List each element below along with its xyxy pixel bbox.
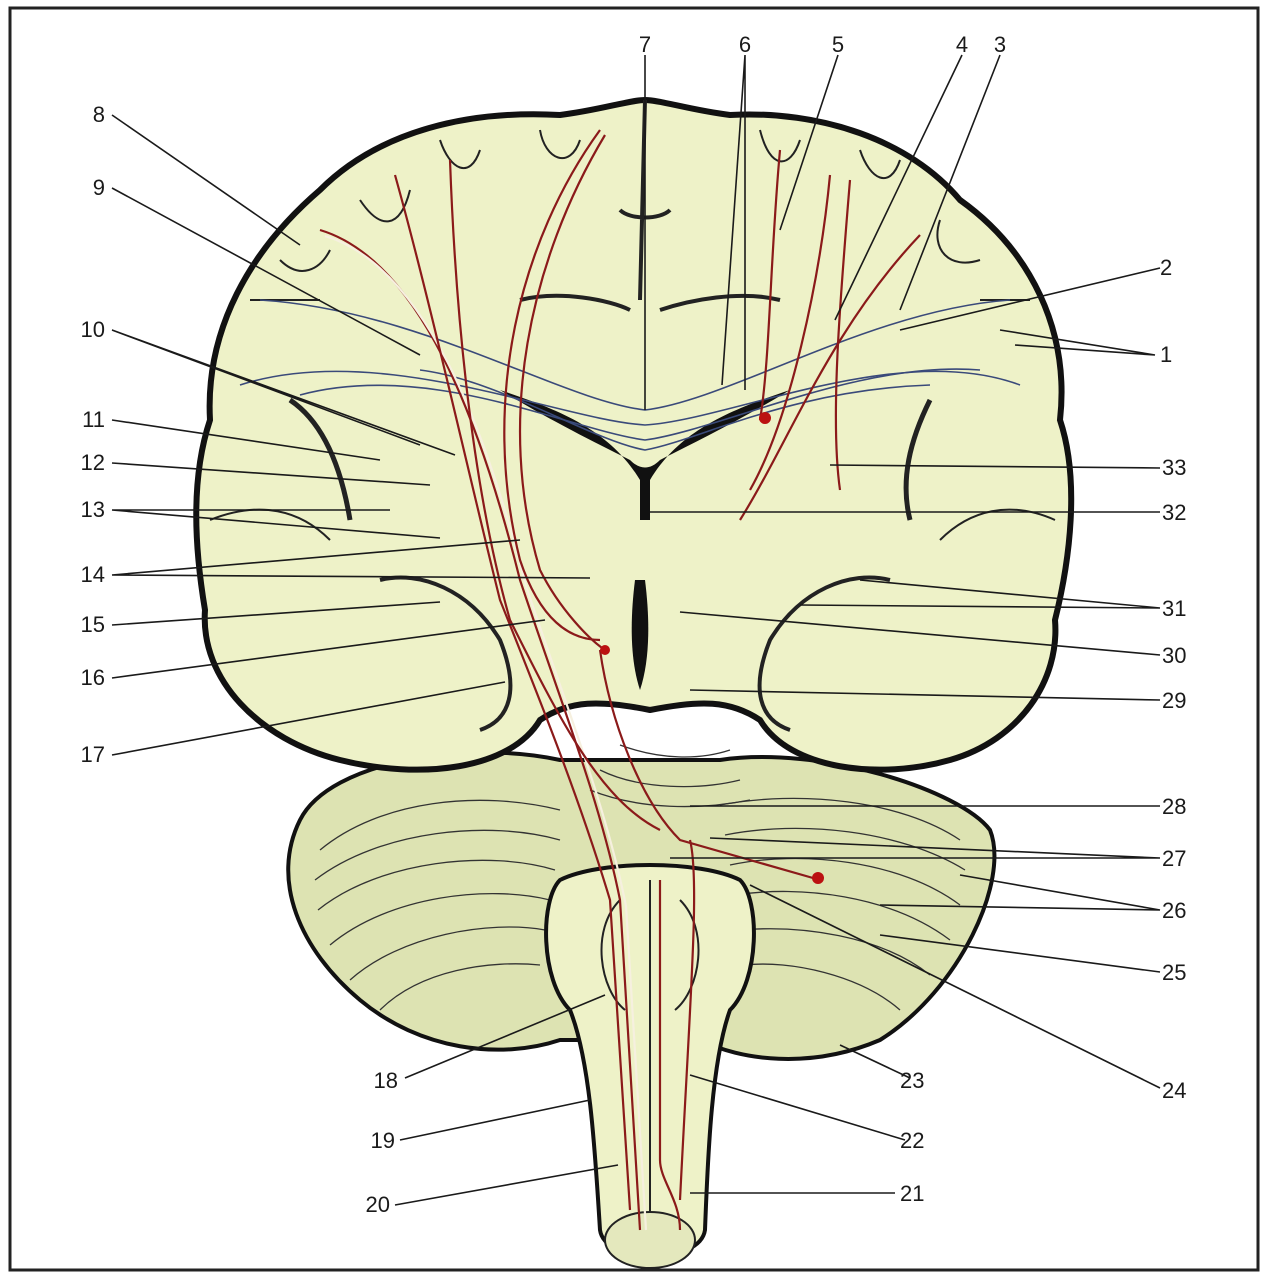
label-11: 11 [82,407,105,432]
label-17: 17 [81,742,105,767]
label-20: 20 [366,1192,390,1217]
label-18: 18 [374,1068,398,1093]
label-6: 6 [739,32,751,57]
label-25: 25 [1162,960,1186,985]
label-30: 30 [1162,643,1186,668]
label-3: 3 [994,32,1006,57]
label-24: 24 [1162,1078,1186,1103]
medulla-section [605,1212,695,1268]
label-28: 28 [1162,794,1186,819]
nucleus-marker [812,872,824,884]
label-31: 31 [1162,596,1186,621]
label-10: 10 [81,317,105,342]
label-15: 15 [81,612,105,637]
label-23: 23 [900,1068,924,1093]
label-29: 29 [1162,688,1186,713]
label-26: 26 [1162,898,1186,923]
cerebrum [196,100,1071,770]
label-9: 9 [93,175,105,200]
label-21: 21 [900,1181,924,1206]
brainstem [546,865,754,1268]
label-27: 27 [1162,846,1186,871]
label-8: 8 [93,102,105,127]
nucleus-marker [600,645,610,655]
label-5: 5 [832,32,844,57]
label-14: 14 [81,562,105,587]
label-33: 33 [1162,455,1186,480]
label-4: 4 [956,32,968,57]
label-19: 19 [371,1128,395,1153]
label-12: 12 [81,450,105,475]
label-22: 22 [900,1128,924,1153]
label-13: 13 [81,497,105,522]
label-1: 1 [1160,342,1172,367]
nucleus-marker [759,412,771,424]
label-2: 2 [1160,255,1172,280]
label-7: 7 [639,32,651,57]
label-16: 16 [81,665,105,690]
label-32: 32 [1162,500,1186,525]
